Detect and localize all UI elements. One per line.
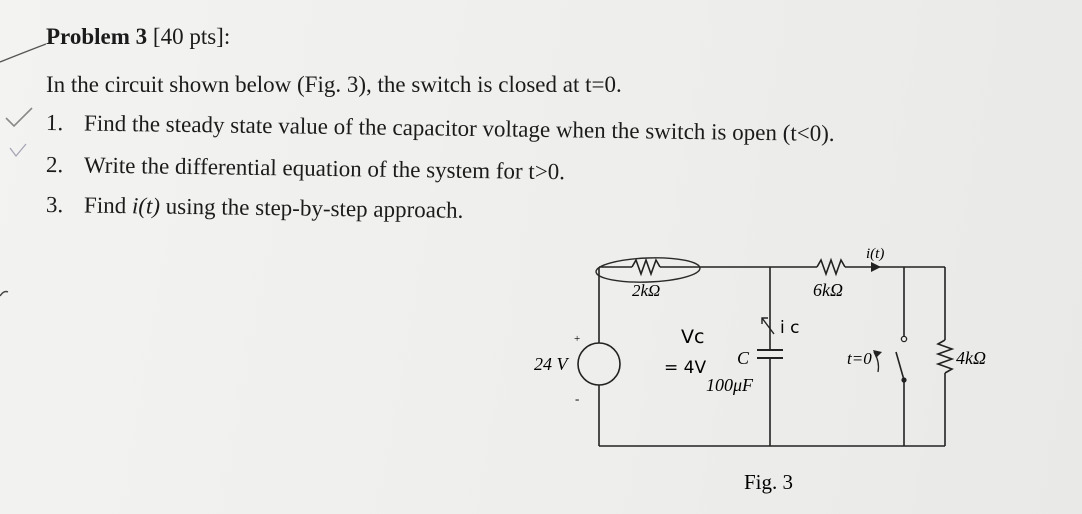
handwritten-loop bbox=[595, 257, 701, 283]
problem-title: Problem 3 [40 pts]: bbox=[46, 24, 230, 50]
resistor-4k-label: 4kΩ bbox=[956, 348, 986, 368]
check-mark-icon bbox=[5, 107, 33, 128]
switch-arrow-head-icon bbox=[873, 350, 882, 358]
margin-pencil-stroke bbox=[0, 43, 47, 63]
problem-points: [40 pts]: bbox=[152, 24, 231, 49]
handwritten-arrow-head-icon bbox=[761, 317, 768, 324]
current-label: i(t) bbox=[866, 246, 884, 262]
handwritten-vc: Vc bbox=[681, 326, 704, 348]
resistor-2k-label: 2kΩ bbox=[632, 281, 660, 300]
handwritten-current-arrow-icon bbox=[761, 317, 775, 335]
source-plus-sign: + bbox=[574, 333, 580, 345]
voltage-source bbox=[577, 342, 621, 386]
resistor-2k bbox=[631, 257, 661, 277]
capacitor-letter: C bbox=[737, 348, 750, 368]
switch-label: t=0 bbox=[847, 349, 872, 368]
handwritten-vc-value: = 4V bbox=[664, 358, 706, 378]
figure-caption: Fig. 3 bbox=[744, 470, 793, 494]
problem-intro: In the circuit shown below (Fig. 3), the… bbox=[46, 72, 622, 97]
margin-pencil-stroke bbox=[0, 290, 9, 297]
resistor-6k bbox=[816, 257, 846, 277]
current-arrow-icon bbox=[871, 262, 881, 272]
switch-terminal bbox=[901, 377, 907, 383]
switch-terminal bbox=[900, 335, 908, 343]
source-label: 24 V bbox=[534, 354, 570, 374]
check-mark-icon bbox=[9, 143, 27, 158]
source-minus-sign: - bbox=[575, 391, 579, 406]
problem-number: Problem 3 bbox=[46, 24, 148, 49]
capacitor-value: 100μF bbox=[706, 375, 754, 395]
resistor-6k-label: 6kΩ bbox=[813, 280, 843, 300]
resistor-4k bbox=[935, 339, 955, 374]
switch-blade bbox=[895, 351, 905, 381]
handwritten-ic: i c bbox=[780, 318, 799, 338]
